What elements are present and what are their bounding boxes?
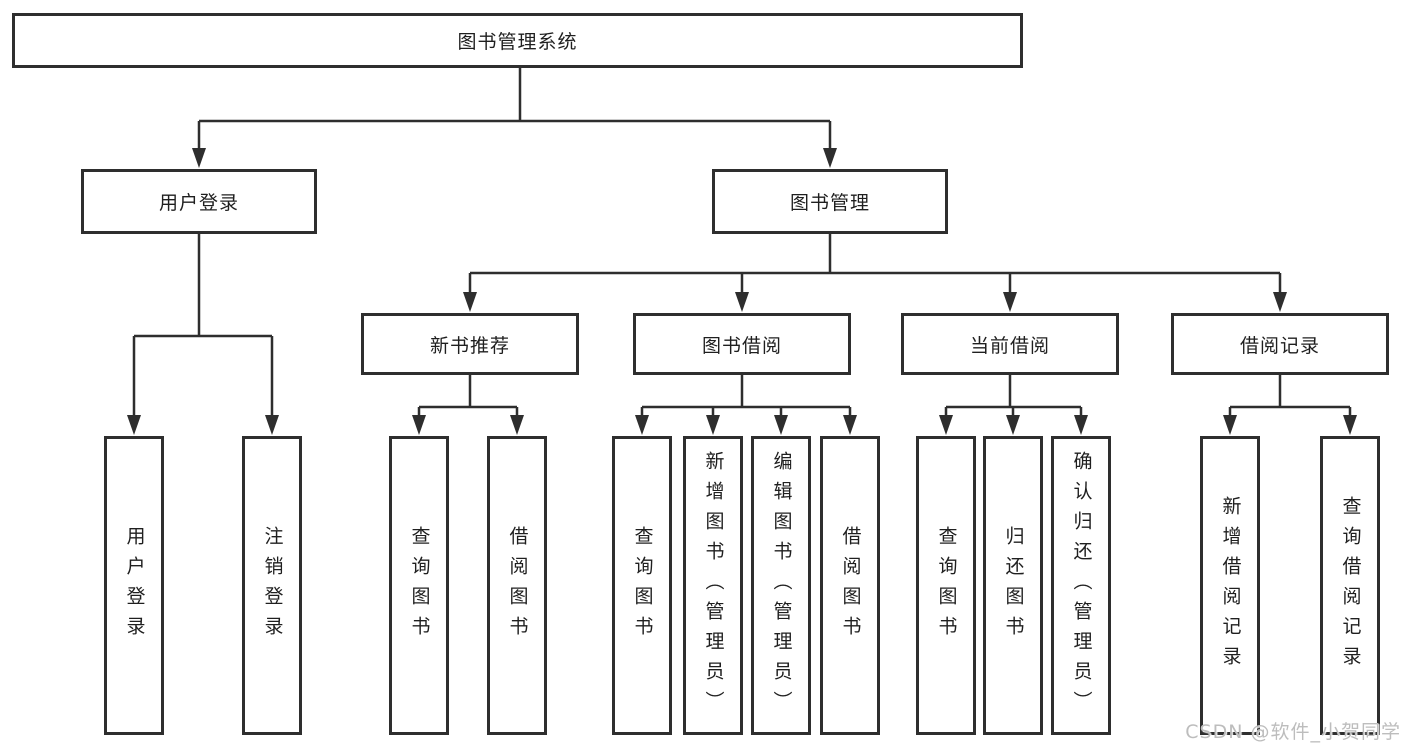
- node-user-login: 用户登录: [81, 169, 317, 234]
- leaf-query-books-recommend: 查询图书: [389, 436, 449, 735]
- node-book-management-label: 图书管理: [789, 192, 870, 214]
- node-book-borrow: 图书借阅: [633, 313, 851, 375]
- leaf-confirm-return-admin: 确认归还（管理员）: [1051, 436, 1111, 735]
- leaf-query-books-borrow-label: 查询图书: [631, 525, 654, 646]
- leaf-edit-book-admin-label: 编辑图书（管理员）: [770, 450, 793, 721]
- leaf-return-book: 归还图书: [983, 436, 1043, 735]
- leaf-add-borrow-record: 新增借阅记录: [1200, 436, 1260, 735]
- leaf-add-book-admin-label: 新增图书（管理员）: [702, 450, 725, 721]
- node-current-borrow-label: 当前借阅: [969, 334, 1050, 357]
- node-book-borrow-label: 图书借阅: [701, 334, 782, 357]
- leaf-borrow-books-recommend-label: 借阅图书: [506, 525, 529, 646]
- node-borrow-records-label: 借阅记录: [1239, 334, 1320, 357]
- leaf-user-login: 用户登录: [104, 436, 164, 735]
- leaf-return-book-label: 归还图书: [1002, 525, 1025, 646]
- leaf-query-borrow-record: 查询借阅记录: [1320, 436, 1380, 735]
- leaf-query-books-current: 查询图书: [916, 436, 976, 735]
- leaf-query-books-current-label: 查询图书: [935, 525, 958, 646]
- node-borrow-records: 借阅记录: [1171, 313, 1389, 375]
- leaf-borrow-books-label: 借阅图书: [839, 525, 862, 646]
- leaf-confirm-return-admin-label: 确认归还（管理员）: [1070, 450, 1093, 721]
- leaf-query-books-recommend-label: 查询图书: [408, 525, 431, 646]
- leaf-add-book-admin: 新增图书（管理员）: [683, 436, 743, 735]
- leaf-add-borrow-record-label: 新增借阅记录: [1219, 495, 1242, 676]
- leaf-query-books-borrow: 查询图书: [612, 436, 672, 735]
- leaf-logout-label: 注销登录: [261, 525, 284, 646]
- leaf-edit-book-admin: 编辑图书（管理员）: [751, 436, 811, 735]
- leaf-user-login-label: 用户登录: [123, 525, 146, 646]
- node-book-management: 图书管理: [712, 169, 948, 234]
- node-root: 图书管理系统: [12, 13, 1023, 68]
- leaf-borrow-books: 借阅图书: [820, 436, 880, 735]
- leaf-borrow-books-recommend: 借阅图书: [487, 436, 547, 735]
- node-new-book-recommend: 新书推荐: [361, 313, 579, 375]
- leaf-query-borrow-record-label: 查询借阅记录: [1339, 495, 1362, 676]
- node-root-label: 图书管理系统: [457, 31, 578, 53]
- node-user-login-label: 用户登录: [158, 192, 239, 214]
- node-new-book-recommend-label: 新书推荐: [429, 334, 510, 357]
- watermark: CSDN @软件_小贺同学: [1185, 721, 1401, 743]
- node-current-borrow: 当前借阅: [901, 313, 1119, 375]
- leaf-logout: 注销登录: [242, 436, 302, 735]
